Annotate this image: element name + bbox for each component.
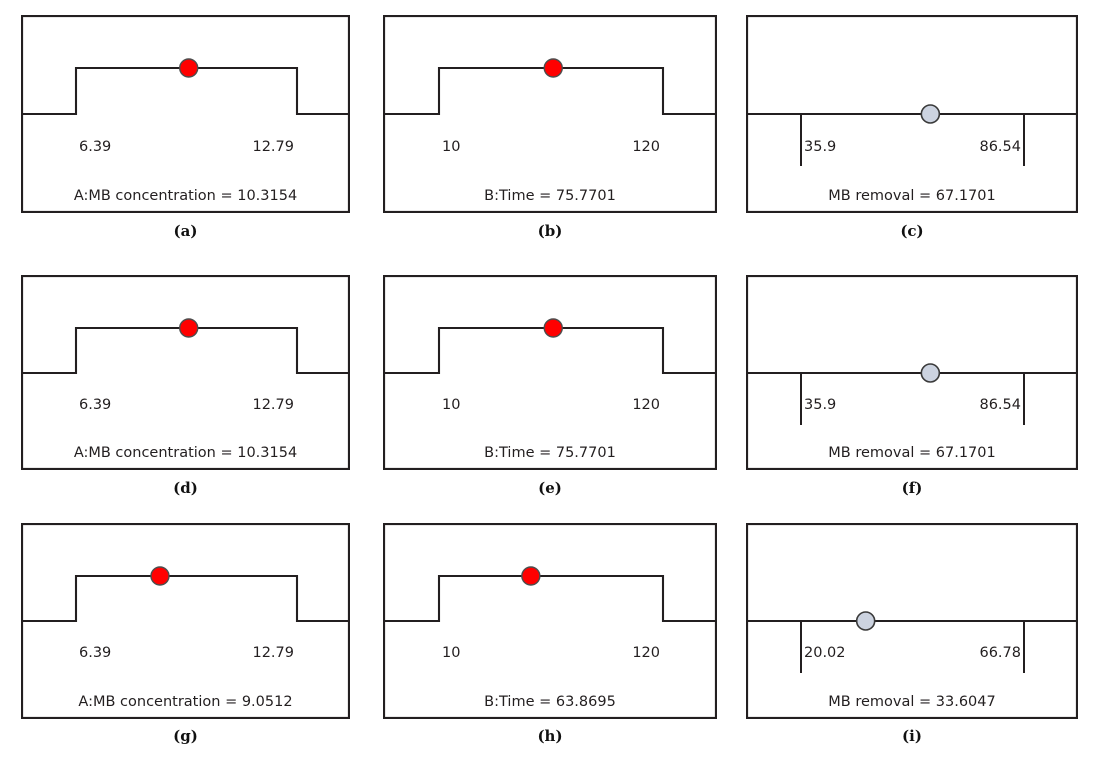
panel-max-label: 120 <box>632 397 660 413</box>
panel-min-label: 20.02 <box>804 645 846 661</box>
ramp-panel-c: 35.9 86.54 MB removal = 67.1701 <box>746 15 1078 213</box>
panel-max-label: 12.79 <box>252 645 294 661</box>
response-marker-gray-dot[interactable] <box>920 363 941 383</box>
panel-value-label: A:MB concentration = 10.3154 <box>74 445 297 461</box>
panel-caption-g: (g) <box>173 727 198 745</box>
panel-value-label: MB removal = 67.1701 <box>828 188 995 204</box>
panel-value-label: MB removal = 67.1701 <box>828 445 995 461</box>
panel-min-label: 6.39 <box>79 645 111 661</box>
panel-max-label: 120 <box>632 645 660 661</box>
panel-value-label: A:MB concentration = 10.3154 <box>74 188 297 204</box>
response-marker-gray-dot[interactable] <box>855 611 876 631</box>
ramp-marker-red-dot[interactable] <box>179 318 199 338</box>
panel-caption-d: (d) <box>173 479 198 497</box>
panel-min-label: 35.9 <box>804 397 836 413</box>
ramp-marker-red-dot[interactable] <box>150 566 170 586</box>
panel-min-label: 10 <box>442 645 460 661</box>
panel-min-label: 10 <box>442 139 460 155</box>
panel-min-label: 35.9 <box>804 139 836 155</box>
panel-border <box>21 275 350 470</box>
panel-max-label: 120 <box>632 139 660 155</box>
panel-max-label: 86.54 <box>979 397 1021 413</box>
ramp-panel-f: 35.9 86.54 MB removal = 67.1701 <box>746 275 1078 470</box>
ramp-marker-red-dot[interactable] <box>521 566 541 586</box>
panel-max-label: 66.78 <box>979 645 1021 661</box>
panel-value-label: B:Time = 75.7701 <box>484 445 616 461</box>
ramp-step-path <box>384 574 716 623</box>
panel-caption-b: (b) <box>537 222 563 240</box>
panel-max-label: 86.54 <box>979 139 1021 155</box>
panel-value-label: B:Time = 63.8695 <box>484 694 616 710</box>
panel-value-label: MB removal = 33.6047 <box>828 694 995 710</box>
panel-max-label: 12.79 <box>252 139 294 155</box>
ramp-marker-red-dot[interactable] <box>179 58 199 78</box>
response-marker-gray-dot[interactable] <box>920 104 941 124</box>
panel-value-label: B:Time = 75.7701 <box>484 188 616 204</box>
ramp-marker-red-dot[interactable] <box>543 58 563 78</box>
panel-caption-i: (i) <box>902 727 922 745</box>
ramp-step-path <box>22 574 349 623</box>
panel-value-label: A:MB concentration = 9.0512 <box>78 694 292 710</box>
panel-caption-h: (h) <box>537 727 563 745</box>
panel-caption-e: (e) <box>538 479 562 497</box>
ramp-marker-red-dot[interactable] <box>543 318 563 338</box>
panel-min-label: 6.39 <box>79 139 111 155</box>
panel-min-label: 10 <box>442 397 460 413</box>
panel-min-label: 6.39 <box>79 397 111 413</box>
panel-caption-c: (c) <box>900 222 924 240</box>
panel-caption-a: (a) <box>173 222 198 240</box>
panel-max-label: 12.79 <box>252 397 294 413</box>
ramp-panel-i: 20.02 66.78 MB removal = 33.6047 <box>746 523 1078 719</box>
panel-caption-f: (f) <box>901 479 923 497</box>
